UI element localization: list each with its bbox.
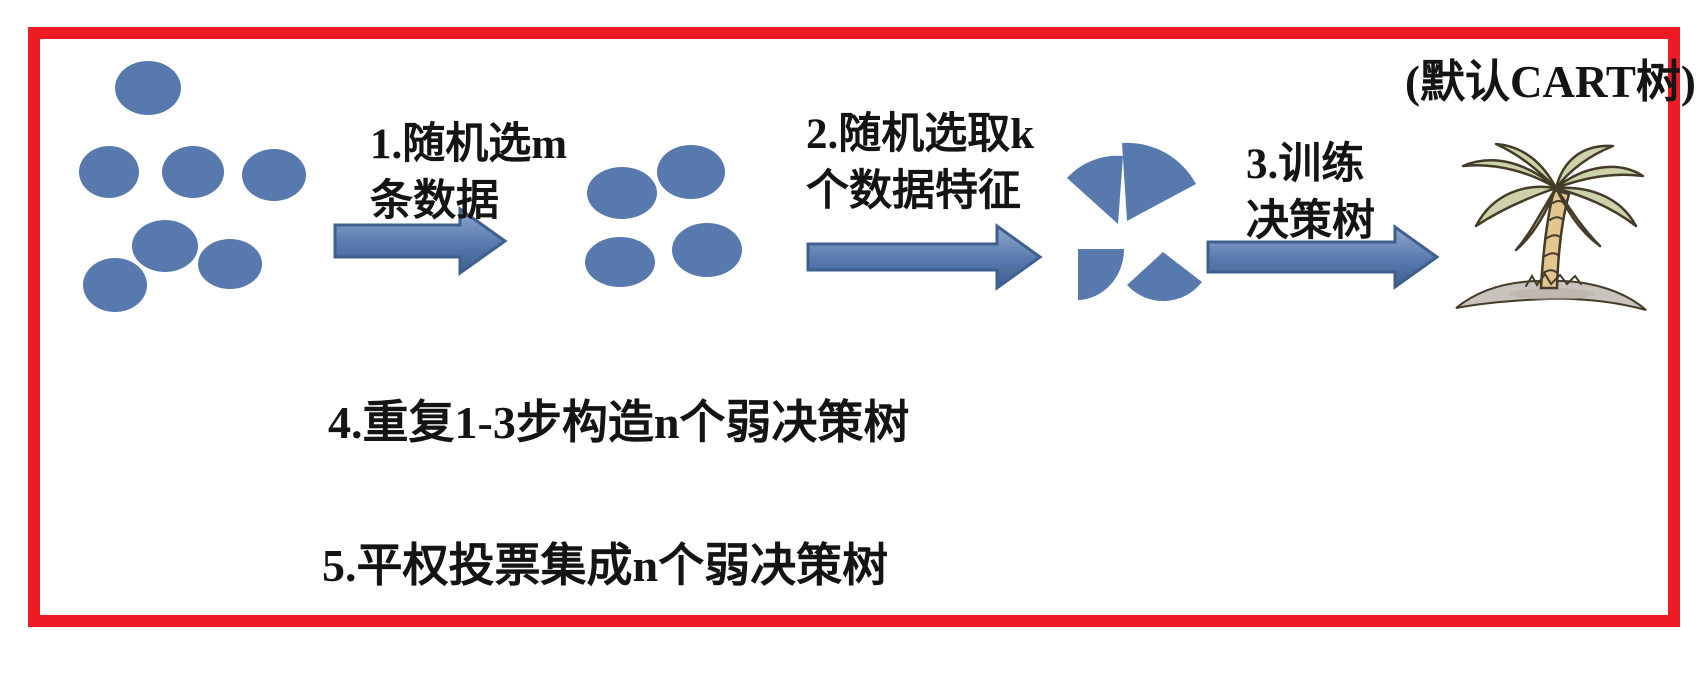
tree-shadow: [1510, 288, 1594, 300]
data-point-ellipse: [242, 149, 306, 201]
step1-label-line1: 1.随机选m: [370, 121, 568, 168]
step3-label-line2: 决策树: [1246, 198, 1375, 245]
step4-note: 4.重复1-3步构造n个弱决策树: [328, 397, 910, 448]
cart-note-label: (默认CART树): [1405, 57, 1696, 107]
step3-label-line1: 3.训练: [1246, 141, 1365, 188]
step2-label-line1: 2.随机选取k: [806, 111, 1035, 158]
frond-center: [1552, 184, 1560, 192]
palm-frond: [1554, 144, 1615, 190]
palm-frond: [1514, 186, 1558, 252]
palm-trunk: [1539, 188, 1571, 290]
dataset-points-group: [79, 61, 306, 312]
step5-note: 5.平权投票集成n个弱决策树: [322, 540, 889, 591]
step3-arrow-right-icon: [1206, 224, 1440, 290]
data-point-ellipse: [657, 145, 725, 199]
red-frame: [28, 27, 1680, 627]
step1-label-line2: 条数据: [370, 178, 499, 225]
feature-slice-shape: [1067, 155, 1123, 224]
palm-tree-icon: [1455, 142, 1647, 311]
step3-label: 3.训练 决策树: [1246, 136, 1375, 250]
data-point-ellipse: [587, 167, 657, 219]
feature-slice-shape: [1122, 142, 1196, 221]
data-point-ellipse: [162, 146, 224, 198]
data-point-ellipse: [83, 258, 147, 312]
sampled-points-group: [585, 145, 742, 287]
step2-label: 2.随机选取k 个数据特征: [806, 106, 1034, 220]
palm-frond: [1554, 186, 1602, 248]
step2-label-line2: 个数据特征: [806, 168, 1021, 215]
data-point-ellipse: [132, 220, 198, 272]
step1-arrow-right-icon: [333, 206, 508, 276]
step2-arrow-right-icon: [806, 223, 1043, 291]
feature-slices-group: [1067, 142, 1202, 302]
data-point-ellipse: [198, 239, 262, 289]
palm-frond: [1554, 165, 1645, 190]
feature-slice-shape: [1127, 252, 1202, 302]
data-point-ellipse: [585, 237, 655, 287]
palm-frond: [1494, 142, 1558, 190]
palm-frond: [1461, 159, 1558, 190]
feature-slice-shape: [1078, 249, 1124, 300]
data-point-ellipse: [672, 223, 742, 277]
data-point-ellipse: [79, 146, 139, 198]
palm-frond: [1554, 186, 1638, 228]
palm-frond: [1474, 185, 1558, 228]
step1-label: 1.随机选m 条数据: [370, 116, 567, 230]
data-point-ellipse: [115, 61, 181, 115]
